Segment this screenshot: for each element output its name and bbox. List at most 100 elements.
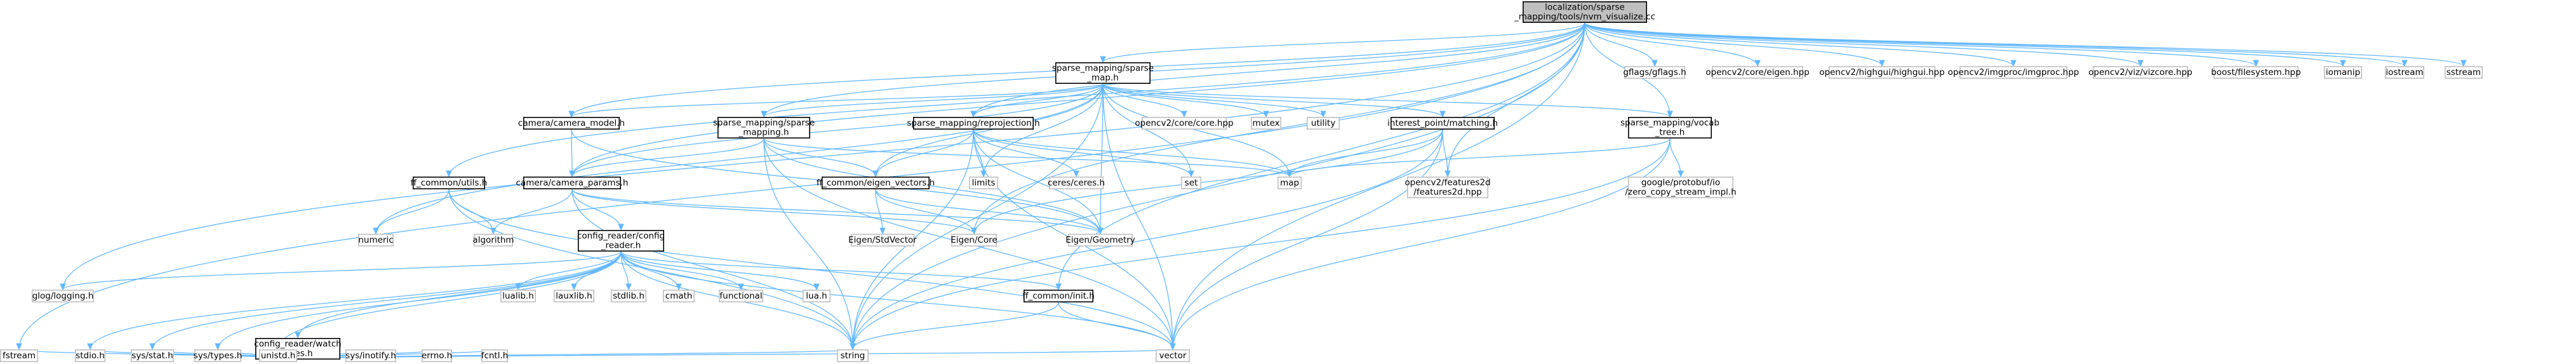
edge-camera_params-to-eigen_core [571,189,975,234]
arrowhead-root-to-sparse_map [1100,56,1106,64]
arrowhead-reprojection-to-ceres [1073,170,1079,178]
arrowhead-sparse_map-to-matching [1439,111,1446,118]
node-label-mutex: mutex [1252,118,1279,128]
node-label-lualib: lualib.h [502,291,534,301]
node-label-vocab_tree: _tree.h [1655,128,1685,138]
node-label-lua: lua.h [806,291,827,301]
edge-sparse_map-to-reprojection [973,83,1104,118]
node-stdio: stdio.h [75,349,106,362]
edge-sm_sparse_mapping-to-eigen_geometry [763,138,1101,234]
node-box-functional [719,289,764,302]
edge-root-to-cv_imgproc [1584,22,2014,67]
node-label-numeric: numeric [358,235,393,245]
arrowhead-matching-to-features2d [1445,170,1451,178]
node-label-cmath: cmath [665,291,693,301]
node-label-utility: utility [1311,118,1335,128]
node-label-matching: interest_point/matching.h [1387,118,1498,128]
node-label-map: map [1280,178,1299,188]
node-eigen_vectors[interactable]: ff_common/eigen_vectors.h [817,176,935,189]
node-label-string: string [841,351,865,361]
edge-sparse_map-to-cv_core [1102,83,1185,118]
node-label-fstream: fstream [3,351,36,361]
node-box-sys_stat [131,349,175,362]
arrowhead-reprojection-to-eigen_vectors [872,170,879,178]
node-reprojection[interactable]: sparse_mapping/reprojection.h [907,117,1040,130]
arrowhead-sparse_map-to-reprojection [970,111,977,118]
node-config_reader[interactable]: config_reader/config_reader.h [577,229,665,252]
node-label-cv_highgui: opencv2/highgui/highgui.hpp [1819,67,1944,78]
edge-config_reader-to-lualib [517,251,622,290]
node-box-glog [31,289,95,302]
node-box-map [1278,176,1302,189]
edge-config_reader-to-lauxlib [573,251,622,290]
node-label-root: _mapping/tools/nvm_visualize.cc [1514,12,1655,22]
node-functional: functional [719,289,764,302]
edge-reprojection-to-eigen_geometry [973,129,1101,234]
node-sparse_map[interactable]: sparse_mapping/sparse_map.h [1052,62,1154,84]
arrowhead-sm_sparse_mapping-to-camera_params [569,170,575,178]
node-box-fcntl [481,349,508,362]
edge-camera_params-to-eigen_geometry [571,189,1101,234]
node-box-eigen_geometry [1068,233,1133,246]
edge-sm_sparse_mapping-to-camera_params [571,138,764,177]
node-label-ff_utils: ff_common/utils.h [411,178,488,188]
node-label-eigen_geometry: Eigen/Geometry [1065,235,1135,245]
arrowhead-eigen_vectors-to-eigen_core [971,227,977,235]
node-label-algorithm: algorithm [472,235,514,245]
edge-ff_utils-to-numeric [375,189,450,234]
arrowhead-camera_params-to-config_reader [618,224,624,231]
edge-root-to-iostream [1584,22,2405,67]
node-box-sstream [2445,66,2483,79]
node-label-stdlib: stdlib.h [613,291,644,301]
edge-camera_model-to-camera_params [571,129,573,177]
node-camera_params[interactable]: camera/camera_params.h [516,176,629,189]
edge-sm_sparse_mapping-to-map [763,138,1290,177]
node-map: map [1278,176,1302,189]
arrowhead-eigen_vectors-to-eigen_geometry [1097,227,1104,235]
node-sm_sparse_mapping[interactable]: sparse_mapping/sparse_mapping.h [713,117,815,139]
node-root[interactable]: localization/sparse_mapping/tools/nvm_vi… [1514,1,1655,24]
edge-sm_sparse_mapping-to-eigen_vectors [763,138,876,177]
node-box-lua [803,289,831,302]
edge-sparse_map-to-string [852,83,1104,350]
edge-matching-to-eigen_core [973,129,1443,234]
node-box-set [1181,176,1202,189]
node-label-stdio: stdio.h [76,351,105,361]
node-label-ff_init: ff_common/init.h [1022,291,1095,301]
node-eigen_stdvector: Eigen/StdVector [848,233,917,246]
node-box-lauxlib [553,289,594,302]
arrowhead-config_reader-to-stdio [87,343,93,351]
node-matching[interactable]: interest_point/matching.h [1387,117,1498,130]
edge-vocab_tree-to-vector [1172,138,1671,350]
edge-sparse_map-to-mutex [1102,83,1267,118]
node-label-unistd: unistd.h [261,351,296,361]
arrowhead-config_reader-to-stdlib [625,283,632,291]
edge-reprojection-to-set [973,129,1192,177]
node-protobuf: google/protobuf/io/zero_copy_stream_impl… [1625,176,1737,198]
edge-config_reader-to-glog [62,251,622,290]
node-box-errno [421,349,452,362]
node-ff_utils[interactable]: ff_common/utils.h [411,176,488,189]
node-lauxlib: lauxlib.h [553,289,594,302]
arrowhead-ff_init-to-string [850,343,856,351]
node-box-iomanip [2324,66,2363,79]
node-box-sys_inotify [345,349,396,362]
node-cv_core: opencv2/core/core.hpp [1135,117,1234,130]
node-label-errno: errno.h [422,351,452,361]
node-label-sys_inotify: sys/inotify.h [345,351,396,361]
edge-sparse_map-to-limits [983,83,1104,177]
edge-matching-to-vector [1172,129,1443,350]
node-vocab_tree[interactable]: sparse_mapping/vocab_tree.h [1620,117,1719,139]
node-sys_types: sys/types.h [194,349,242,362]
node-camera_model[interactable]: camera/camera_model.h [518,117,625,130]
node-label-cv_eigen: opencv2/core/eigen.hpp [1705,67,1810,78]
arrowhead-sparse_map-to-mutex [1263,111,1269,118]
node-cv_viz: opencv2/viz/vizcore.hpp [2088,66,2192,79]
node-ff_init[interactable]: ff_common/init.h [1022,289,1095,302]
node-glog: glog/logging.h [31,289,95,302]
node-box-ceres [1049,176,1104,189]
node-label-gflags: gflags/gflags.h [1623,67,1686,78]
node-box-sys_types [194,349,241,362]
node-box-vocab_tree [1628,117,1712,139]
